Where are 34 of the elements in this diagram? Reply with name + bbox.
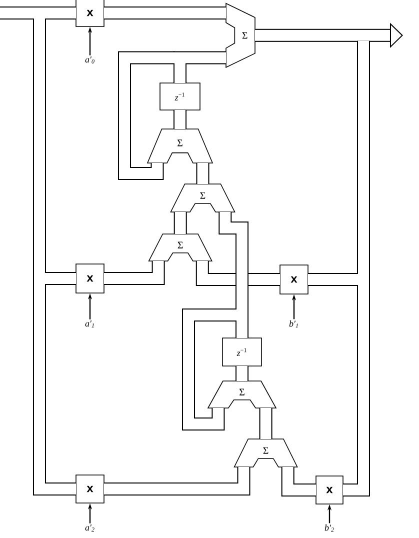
coefficient-label: b′$_{1}$ [289, 320, 298, 328]
signal-bus [0, 6, 76, 20]
delay-box: z$^{−1}$ [160, 82, 200, 110]
signal-bus [236, 366, 248, 381]
signal-bus [259, 408, 272, 439]
signal-bus [182, 308, 236, 430]
signal-bus [281, 467, 316, 496]
coefficient-label: b′$_{2}$ [324, 524, 334, 532]
adder: Σ [148, 234, 212, 262]
signal-bus [104, 261, 165, 285]
signal-bus [174, 212, 187, 234]
delay-box: z$^{−1}$ [222, 338, 262, 366]
signal-bus [104, 467, 250, 496]
multiplier-box: x [280, 264, 308, 294]
signal-bus [343, 40, 370, 496]
signal-bus [174, 110, 186, 129]
multiplier-box: x [76, 474, 104, 504]
signal-bus [104, 6, 226, 20]
coefficient-label: a′$_{2}$ [85, 524, 94, 532]
coefficient-label: a′$_{0}$ [85, 56, 94, 64]
signal-bus [308, 273, 358, 286]
signal-bus [33, 18, 76, 496]
signal-bus [45, 272, 76, 285]
signal-bus [196, 163, 210, 184]
adder: Σ [170, 184, 236, 212]
signal-bus [218, 212, 248, 338]
multiplier-box: x [316, 476, 344, 504]
coefficient-label: a′$_{1}$ [85, 320, 94, 328]
multiplier-box: x [76, 0, 104, 27]
adder: Σ [234, 438, 298, 468]
signal-bus [174, 51, 226, 83]
multiplier-box: x [76, 264, 104, 294]
signal-bus [196, 261, 280, 286]
signal-bus [118, 51, 174, 180]
